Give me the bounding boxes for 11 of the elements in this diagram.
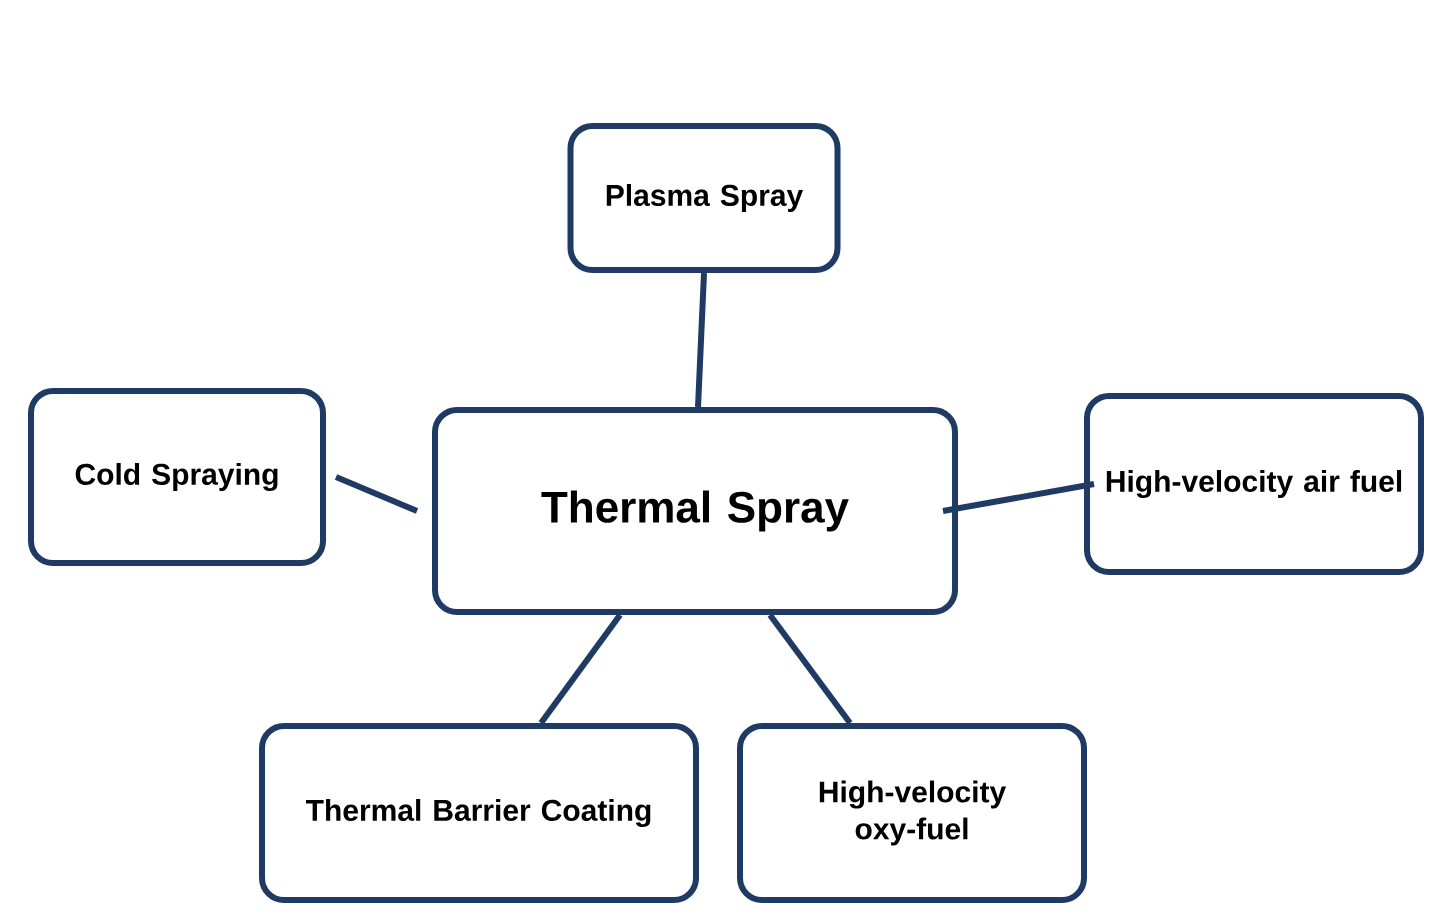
connector-line (538, 613, 623, 725)
process-box: Plasma Spray (567, 123, 841, 273)
connector-line (334, 474, 419, 514)
process-box: High-velocity air fuel (1084, 393, 1424, 575)
process-box: Thermal Spray (432, 407, 958, 615)
connector-line (942, 481, 1095, 514)
connector-line (767, 613, 853, 725)
process-box: Thermal Barrier Coating (259, 723, 699, 903)
connector-line (695, 272, 707, 408)
process-box: High-velocity oxy-fuel (737, 723, 1087, 903)
process-box: Cold Spraying (28, 388, 326, 566)
